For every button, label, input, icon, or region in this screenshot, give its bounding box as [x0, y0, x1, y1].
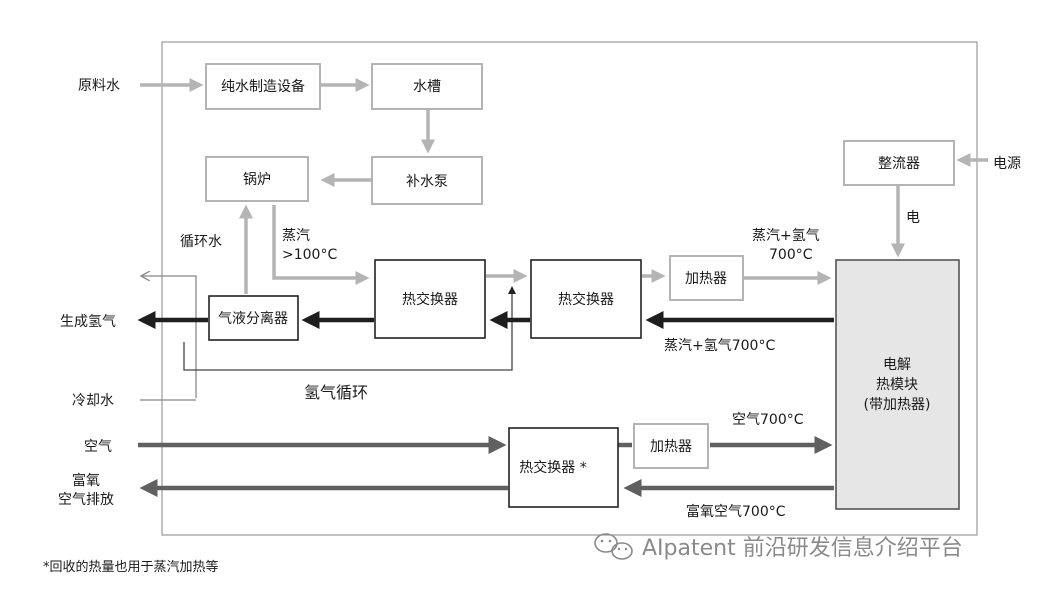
boiler-box: 锅炉 [205, 156, 309, 202]
heater-2-box: 加热器 [633, 423, 709, 469]
steam-h2-label-line1: 蒸汽+氢气 [752, 228, 820, 244]
steam-h2-label-line2: 700°C [769, 247, 813, 263]
hydrogen-recycle-label: 氢气循环 [304, 383, 368, 402]
pure-water-label: 纯水制造设备 [221, 78, 305, 95]
recycle-water-label: 循环水 [180, 234, 222, 250]
rectifier-box: 整流器 [843, 140, 955, 186]
tank-label: 水槽 [413, 79, 441, 95]
hx3-label: 热交换器 * [519, 459, 586, 476]
oxygen-700-label: 富氧空气700°C [686, 503, 786, 520]
footnote: *回收的热量也用于蒸汽加热等 [43, 559, 219, 575]
steam-label-line2: >100°C [282, 247, 337, 263]
air-label: 空气 [84, 439, 112, 455]
raw-water-label: 原料水 [78, 78, 120, 94]
heat-exchanger-2-box: 热交换器 [530, 259, 642, 339]
steam-label-line1: 蒸汽 [282, 228, 310, 244]
hydrogen-recycle-line [183, 286, 516, 371]
pure-water-equipment-box: 纯水制造设备 [205, 63, 321, 110]
hx1-label: 热交换器 [402, 291, 458, 308]
water-tank-box: 水槽 [371, 63, 483, 110]
system-boundary [161, 41, 978, 536]
watermark-text: AIpatent 前沿研发信息介绍平台 [642, 536, 963, 561]
separator-label: 气液分离器 [218, 310, 288, 327]
module-label-line2: 热模块 [876, 377, 918, 393]
hot-air-label: 空气700°C [732, 412, 804, 428]
wechat-icon [594, 533, 633, 560]
power-label: 电源 [993, 156, 1021, 172]
heater2-label: 加热器 [650, 439, 692, 455]
cooling-water-label: 冷却水 [72, 393, 114, 409]
module-label-line1: 电解 [883, 357, 911, 373]
heat-exchanger-3-box: 热交换器 * [508, 427, 619, 508]
steam-flow [272, 205, 370, 285]
rectifier-label: 整流器 [878, 156, 920, 172]
oxygen-output-label-line2: 空气排放 [58, 492, 114, 508]
watermark: AIpatent 前沿研发信息介绍平台 [594, 533, 963, 561]
separator-box: 气液分离器 [208, 295, 299, 341]
oxygen-output-label-line1: 富氧 [72, 472, 100, 489]
module-label-line3: (带加热器) [864, 397, 931, 413]
steam-h2-return-label: 蒸汽+氢气700°C [664, 338, 775, 354]
electricity-label: 电 [906, 210, 920, 226]
hx2-label: 热交换器 [558, 291, 614, 308]
pump-label: 补水泵 [406, 174, 448, 190]
boiler-label: 锅炉 [243, 172, 271, 188]
hydrogen-output-label: 生成氢气 [60, 314, 116, 330]
cooling-water-loop [142, 276, 197, 398]
feed-pump-box: 补水泵 [371, 156, 483, 205]
heater1-label: 加热器 [685, 271, 727, 287]
heat-exchanger-1-box: 热交换器 [374, 259, 486, 339]
heater-1-box: 加热器 [669, 255, 744, 301]
electrolysis-module-box: 电解 热模块 (带加热器) [835, 259, 960, 510]
